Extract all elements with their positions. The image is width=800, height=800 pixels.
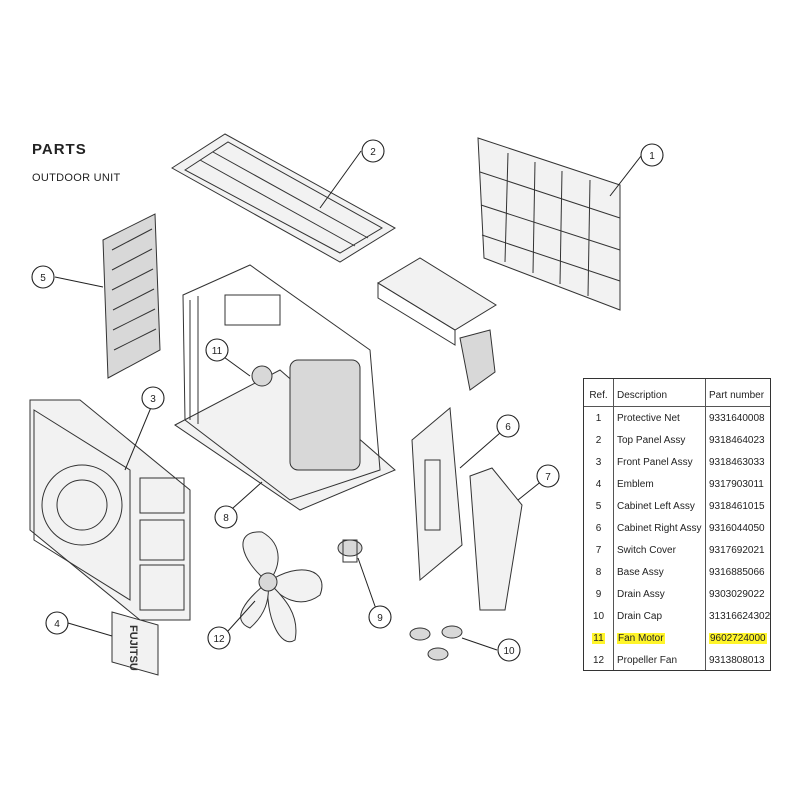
row-description: Cabinet Left Assy (617, 501, 695, 512)
row-part-number: 9317692021 (709, 545, 765, 556)
row-part-number: 9331640008 (709, 413, 765, 424)
row-description: Fan Motor (617, 633, 665, 644)
row-ref: 8 (595, 567, 602, 578)
table-row: 1 Protective Net 9331640008 (584, 406, 770, 428)
cabinet-right-drawing (411, 406, 463, 582)
callout-4: 4 (45, 611, 69, 635)
row-part-number: 9318461015 (709, 501, 765, 512)
row-ref: 3 (595, 457, 602, 468)
callout-11: 11 (205, 338, 229, 362)
header-ref: Ref. (589, 390, 608, 401)
control-box-drawing (377, 257, 497, 391)
svg-text:9: 9 (377, 613, 383, 624)
row-description: Drain Cap (617, 611, 663, 622)
row-ref: 11 (592, 633, 605, 644)
callout-7: 7 (536, 464, 560, 488)
row-part-number: 9318463033 (709, 457, 765, 468)
table-row: 3 Front Panel Assy 9318463033 (584, 450, 770, 472)
svg-text:7: 7 (545, 472, 551, 483)
header-rule (584, 406, 770, 407)
table-header-row: Ref. Description Part number (584, 383, 770, 405)
callout-2: 2 (361, 139, 385, 163)
emblem-drawing: FUJITSU (111, 611, 159, 676)
callout-9: 9 (368, 605, 392, 629)
callout-8: 8 (214, 505, 238, 529)
row-ref: 5 (595, 501, 602, 512)
row-description: Base Assy (617, 567, 664, 578)
row-description: Front Panel Assy (617, 457, 693, 468)
column-divider (705, 379, 706, 670)
row-part-number: 9313808013 (709, 655, 765, 666)
svg-text:10: 10 (503, 646, 515, 657)
row-description: Cabinet Right Assy (617, 523, 702, 534)
switch-cover-drawing (469, 467, 523, 611)
front-panel-drawing (29, 399, 191, 621)
table-row: 7 Switch Cover 9317692021 (584, 538, 770, 560)
header-part-number: Part number (709, 390, 765, 401)
row-part-number: 9303029022 (709, 589, 765, 600)
row-description: Propeller Fan (617, 655, 678, 666)
svg-text:11: 11 (212, 346, 223, 357)
page-title: PARTS (32, 141, 87, 158)
row-ref: 7 (595, 545, 602, 556)
callout-5: 5 (31, 265, 55, 289)
row-part-number: 9316885066 (709, 567, 765, 578)
base-assembly-drawing (174, 264, 396, 511)
row-ref: 6 (595, 523, 602, 534)
row-part-number: 9316044050 (709, 523, 765, 534)
row-ref: 10 (592, 611, 605, 622)
protective-net-drawing (477, 137, 621, 311)
row-ref: 1 (595, 413, 602, 424)
row-ref: 2 (595, 435, 602, 446)
table-row: 9 Drain Assy 9303029022 (584, 582, 770, 604)
svg-text:4: 4 (54, 619, 60, 630)
svg-text:3: 3 (150, 394, 156, 405)
callout-3: 3 (141, 386, 165, 410)
svg-text:5: 5 (40, 273, 46, 284)
row-ref: 12 (592, 655, 605, 666)
row-description: Protective Net (617, 413, 680, 424)
svg-text:6: 6 (505, 422, 511, 433)
top-panel-drawing (171, 133, 396, 263)
svg-text:2: 2 (370, 147, 376, 158)
table-row: 10 Drain Cap 31316624302 (584, 604, 770, 626)
svg-text:12: 12 (213, 634, 225, 645)
row-part-number: 31316624302 (709, 611, 771, 622)
table-row: 12 Propeller Fan 9313808013 (584, 648, 770, 670)
header-description: Description (617, 390, 668, 401)
cabinet-left-drawing (102, 213, 161, 379)
row-part-number: 9317903011 (709, 479, 764, 490)
svg-text:1: 1 (649, 151, 655, 162)
page-subtitle: OUTDOOR UNIT (32, 172, 121, 184)
table-row: 8 Base Assy 9316885066 (584, 560, 770, 582)
table-row: 2 Top Panel Assy 9318464023 (584, 428, 770, 450)
row-ref: 9 (595, 589, 602, 600)
svg-text:8: 8 (223, 513, 229, 524)
row-part-number: 9602724000 (709, 633, 767, 644)
callout-1: 1 (640, 143, 664, 167)
row-description: Top Panel Assy (617, 435, 686, 446)
drain-drawing (337, 539, 363, 563)
svg-text:FUJITSU: FUJITSU (127, 625, 139, 671)
callout-6: 6 (496, 414, 520, 438)
table-row: 5 Cabinet Left Assy 9318461015 (584, 494, 770, 516)
row-description: Emblem (617, 479, 654, 490)
parts-table: Ref. Description Part number 1 Protectiv… (583, 378, 771, 671)
propeller-fan-drawing (240, 531, 323, 643)
table-row-highlighted: 11 Fan Motor 9602724000 (584, 626, 770, 648)
row-description: Drain Assy (617, 589, 665, 600)
drain-caps-drawing (409, 625, 463, 661)
callout-10: 10 (497, 638, 521, 662)
row-description: Switch Cover (617, 545, 676, 556)
callout-12: 12 (207, 626, 231, 650)
table-row: 4 Emblem 9317903011 (584, 472, 770, 494)
table-row: 6 Cabinet Right Assy 9316044050 (584, 516, 770, 538)
row-part-number: 9318464023 (709, 435, 765, 446)
column-divider (613, 379, 614, 670)
row-ref: 4 (595, 479, 602, 490)
